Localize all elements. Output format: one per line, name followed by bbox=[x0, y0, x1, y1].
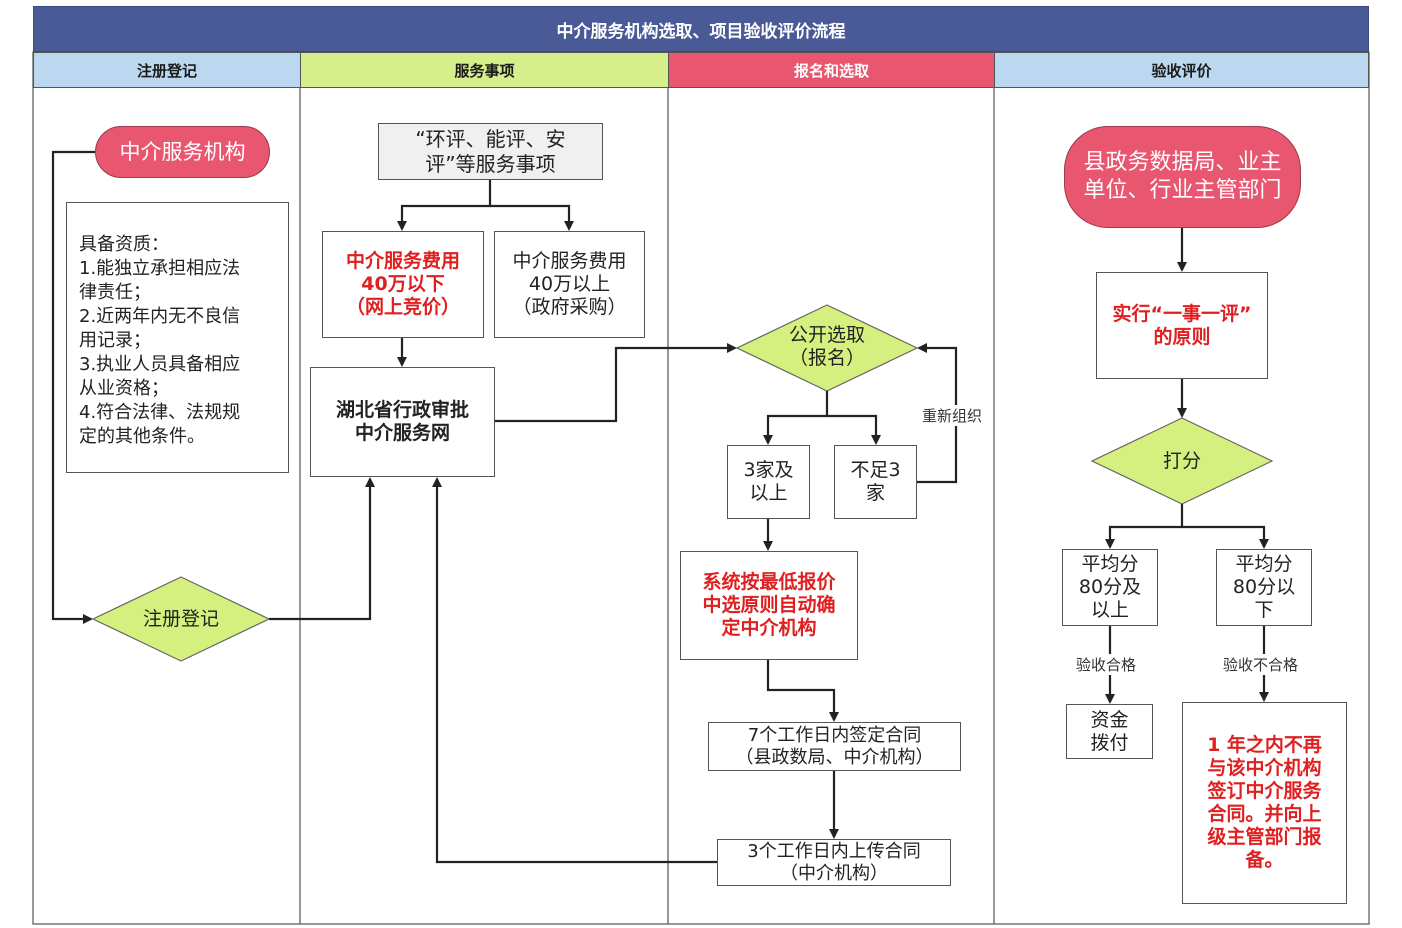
under-three-node: 不足3 家 bbox=[834, 445, 917, 519]
lane-header-acceptance: 验收评价 bbox=[994, 52, 1369, 88]
edge-register-platform bbox=[269, 477, 375, 621]
avg-high-node: 平均分 80分及 以上 bbox=[1062, 549, 1158, 626]
edge-services-split bbox=[397, 180, 492, 231]
register-diamond bbox=[91, 576, 271, 662]
penalty-node: 1 年之内不再 与该中介机构 签订中介服务 合同。并向上 级主管部门报 备。 bbox=[1182, 702, 1347, 904]
edge-platform-select bbox=[495, 343, 737, 423]
authorities-node: 县政务数据局、业主 单位、行业主管部门 bbox=[1064, 126, 1301, 228]
edge-select-under-three bbox=[827, 414, 881, 445]
edge-agency-register bbox=[51, 150, 95, 624]
platform-node: 湖北省行政审批 中介服务网 bbox=[310, 367, 495, 477]
agency-node: 中介服务机构 bbox=[95, 126, 270, 178]
pay-node: 资金 拨付 bbox=[1066, 704, 1153, 759]
edge-select-split bbox=[763, 391, 829, 445]
principle-node: 实行“一事一评” 的原则 bbox=[1096, 272, 1268, 379]
edge-services-fee-high bbox=[490, 204, 574, 231]
auto-select-node: 系统按最低报价 中选原则自动确 定中介机构 bbox=[680, 551, 858, 660]
reorganize-label: 重新组织 bbox=[922, 405, 983, 426]
lane-header-register: 注册登记 bbox=[33, 52, 301, 88]
sign-contract-node: 7个工作日内签定合同 （县政数局、中介机构） bbox=[708, 722, 961, 771]
diagram-title: 中介服务机构选取、项目验收评价流程 bbox=[33, 6, 1369, 52]
fee-low-node: 中介服务费用 40万以下 （网上竞价） bbox=[322, 231, 484, 338]
edge-score-split bbox=[1105, 504, 1184, 549]
open-select-label: 公开选取 （报名） bbox=[788, 324, 865, 369]
fail-label: 验收不合格 bbox=[1223, 654, 1299, 675]
upload-contract-node: 3个工作日内上传合同 （中介机构） bbox=[717, 839, 951, 886]
three-plus-node: 3家及 以上 bbox=[727, 445, 810, 519]
pass-label: 验收合格 bbox=[1076, 654, 1137, 675]
services-node: “环评、能评、安 评”等服务事项 bbox=[378, 123, 603, 180]
fee-high-node: 中介服务费用 40万以上 （政府采购） bbox=[494, 231, 645, 338]
lane-header-selection: 报名和选取 bbox=[668, 52, 995, 88]
avg-low-node: 平均分 80分以 下 bbox=[1216, 549, 1312, 626]
edge-upload-platform bbox=[432, 477, 717, 864]
lane-header-services: 服务事项 bbox=[300, 52, 669, 88]
score-label: 打分 bbox=[1162, 449, 1201, 472]
register-label: 注册登记 bbox=[142, 607, 219, 630]
edge-score-low bbox=[1182, 525, 1269, 549]
qualifications-box: 具备资质： 1.能独立承担相应法 律责任； 2.近两年内无不良信 用记录； 3.… bbox=[66, 202, 289, 473]
edge-auto-sign bbox=[766, 660, 839, 722]
